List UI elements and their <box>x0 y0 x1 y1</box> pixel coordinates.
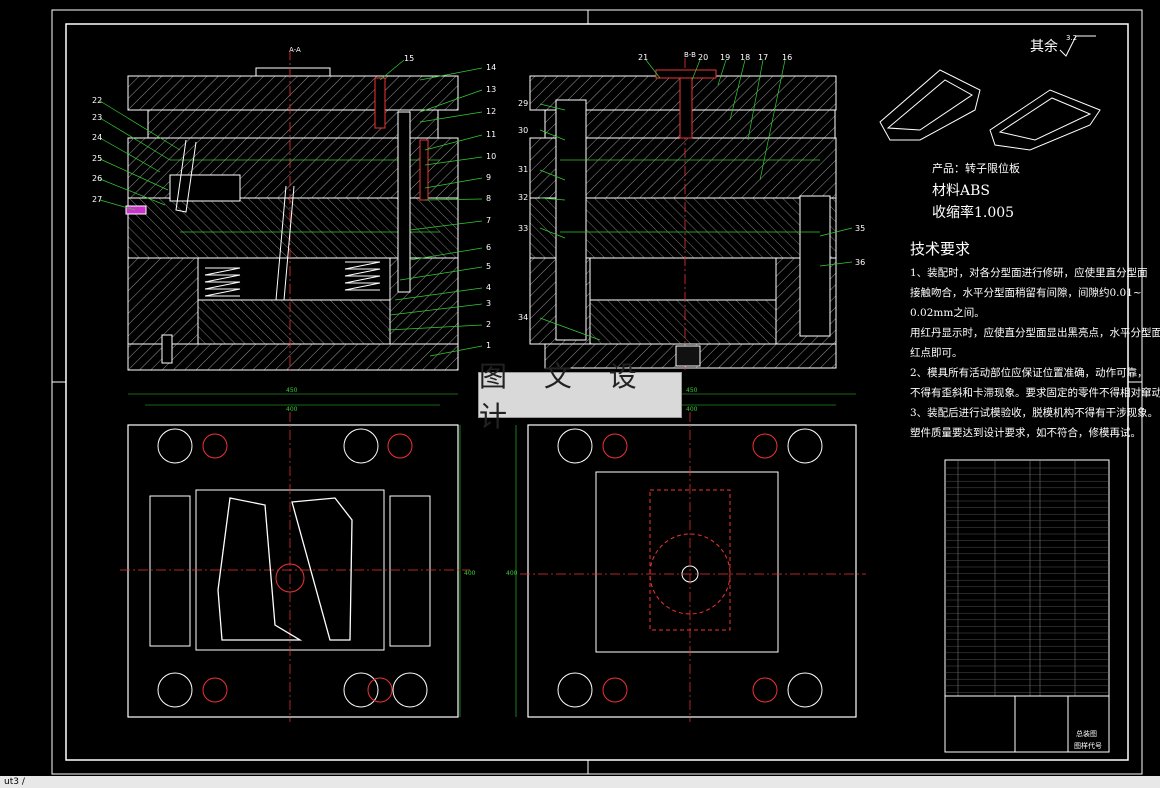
title-block-name: 总装图 <box>1076 729 1097 738</box>
callout-34: 34 <box>518 313 528 322</box>
callout-7: 7 <box>486 216 491 225</box>
status-bar: ut3 / <box>0 776 1160 788</box>
dim-400-right: 400 <box>686 406 698 413</box>
callout-19: 19 <box>720 53 730 62</box>
section-a-a: A-A <box>125 46 459 372</box>
dim-400-left: 400 <box>286 406 298 413</box>
product-line: 产品：转子限位板 <box>932 162 1020 175</box>
title-block-code: 图样代号 <box>1074 741 1102 750</box>
roughness-symbol <box>1059 35 1096 57</box>
callout-17: 17 <box>758 53 768 62</box>
callout-15: 15 <box>404 54 414 63</box>
tech-requirement-line: 用红丹显示时，应使直分型面显出黑亮点，水平分型面稍见 <box>910 327 1160 339</box>
tech-requirements: 技术要求 1、装配时，对各分型面进行修研，应使里直分型面接触吻合，水平分型面稍留… <box>910 238 1160 443</box>
section-bb-label: B-B <box>684 51 696 59</box>
callout-11: 11 <box>486 130 496 139</box>
bom-table: 总装图 图样代号 <box>944 459 1110 753</box>
callout-31: 31 <box>518 165 528 174</box>
tech-requirement-line: 红点即可。 <box>910 347 963 359</box>
callout-29: 29 <box>518 99 528 108</box>
inner-frame <box>65 23 1129 761</box>
tech-requirement-line: 0.02mm之间。 <box>910 307 985 319</box>
roughness-label: 其余 <box>1030 39 1058 55</box>
callout-16: 16 <box>782 53 792 62</box>
callout-12: 12 <box>486 107 496 116</box>
part-isometric-sketches <box>879 69 1101 151</box>
callout-32: 32 <box>518 193 528 202</box>
tech-requirement-line: 2、模具所有活动部位应保证位置准确，动作可靠， <box>910 367 1148 379</box>
callout-33: 33 <box>518 224 528 233</box>
callouts-right-aa: 15 14 13 12 11 10 9 8 7 6 5 4 3 2 1 <box>379 54 496 357</box>
dim-450-right: 450 <box>686 387 698 394</box>
shrink-line: 收缩率1.005 <box>932 205 1015 221</box>
callouts-bb: 21 20 19 18 17 16 29 30 31 32 33 34 35 3… <box>518 53 865 341</box>
callout-20: 20 <box>698 53 708 62</box>
callout-10: 10 <box>486 152 496 161</box>
callout-25: 25 <box>92 154 102 163</box>
plan-view-moving-half: 450 400 400 <box>506 387 866 722</box>
callout-27: 27 <box>92 195 102 204</box>
callout-30: 30 <box>518 126 528 135</box>
tech-requirement-line: 塑件质量要达到设计要求，如不符合，修模再试。 <box>910 427 1141 439</box>
callout-4: 4 <box>486 283 491 292</box>
section-aa-label: A-A <box>289 46 301 54</box>
status-text: ut3 / <box>4 777 25 787</box>
callout-8: 8 <box>486 194 491 203</box>
callout-36: 36 <box>855 258 865 267</box>
callout-6: 6 <box>486 243 491 252</box>
callout-9: 9 <box>486 173 491 182</box>
watermark-box: 图 文 设 计 <box>478 360 682 433</box>
callout-18: 18 <box>740 53 750 62</box>
tech-requirements-heading: 技术要求 <box>910 240 971 258</box>
callout-3: 3 <box>486 299 491 308</box>
watermark-text: 图 文 设 计 <box>479 360 651 433</box>
roughness-value: 3.2 <box>1066 34 1078 42</box>
callout-35: 35 <box>855 224 865 233</box>
callout-23: 23 <box>92 113 102 122</box>
section-b-b: B-B <box>529 51 837 370</box>
callouts-left-aa: 22 23 24 25 26 27 <box>92 96 181 211</box>
callout-5: 5 <box>486 262 491 271</box>
tech-requirement-line: 3、装配后进行试模验收，脱模机构不得有干涉现象。 <box>910 407 1159 419</box>
tech-requirement-line: 不得有歪斜和卡滞现象。要求固定的零件不得相对窜动。 <box>910 387 1160 399</box>
outer-frame <box>51 9 1143 775</box>
callout-26: 26 <box>92 174 102 183</box>
dim-side-left: 400 <box>464 570 476 577</box>
callout-24: 24 <box>92 133 102 142</box>
callout-13: 13 <box>486 85 496 94</box>
tech-requirement-line: 1、装配时，对各分型面进行修研，应使里直分型面 <box>910 267 1148 279</box>
dim-450-left: 450 <box>286 387 298 394</box>
material-line: 材料ABS <box>932 183 990 199</box>
callout-1: 1 <box>486 341 491 350</box>
tech-requirement-line: 接触吻合，水平分型面稍留有间隙，间隙约0.01~ <box>910 287 1142 299</box>
callout-21: 21 <box>638 53 648 62</box>
callout-22: 22 <box>92 96 102 105</box>
callout-14: 14 <box>486 63 496 72</box>
callout-2: 2 <box>486 320 491 329</box>
plan-view-fixed-half: 450 400 400 <box>120 387 476 722</box>
dim-side-right: 400 <box>506 570 518 577</box>
